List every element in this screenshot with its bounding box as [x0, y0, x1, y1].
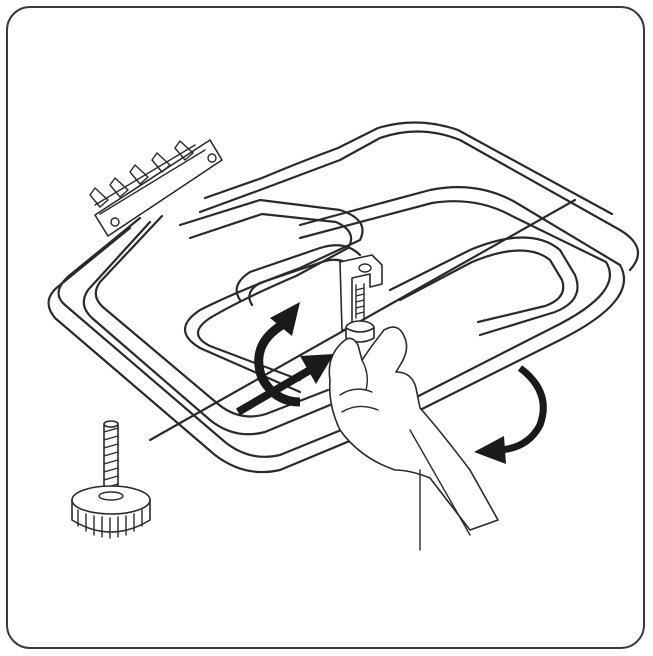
- terminal-pin-1: [89, 187, 109, 208]
- bracket-body: [339, 254, 383, 331]
- element-outer-loop-b: [57, 200, 611, 458]
- illustration-frame: [6, 6, 645, 649]
- hand-wrist-line: [409, 429, 471, 551]
- hand-finger-line-1: [339, 388, 373, 396]
- element-middle-loop-a: [82, 220, 332, 436]
- thumb-screw-icon: [71, 420, 151, 539]
- element-right-lobe-b: [203, 121, 614, 216]
- element-middle-loop-b: [94, 214, 330, 418]
- thumb-screw-shaft: [103, 424, 119, 493]
- element-support-bar: [148, 198, 577, 442]
- element-inner-loop-b: [188, 212, 353, 382]
- thumb-screw-thread: [103, 427, 119, 489]
- insert-arrow-head: [300, 354, 334, 384]
- bracket-screw-thread: [355, 287, 365, 315]
- swing-arrow-arc: [499, 365, 547, 454]
- thumb-screw-knurl: [77, 509, 143, 539]
- terminal-pin-2: [109, 177, 129, 198]
- terminal-pin-5: [174, 140, 194, 161]
- swing-arrow-icon: [474, 365, 547, 464]
- element-right-inner-b: [398, 249, 565, 324]
- thumb-screw-collar: [98, 491, 124, 501]
- terminal-hole-right: [207, 153, 217, 163]
- rotate-arrow-head: [270, 302, 300, 336]
- swing-arrow-head: [474, 436, 506, 464]
- element-center-hairpin-a: [235, 244, 362, 302]
- element-outer-loop-a: [47, 186, 626, 474]
- insert-arrow-shaft: [235, 366, 313, 416]
- bracket-hole: [358, 263, 372, 273]
- hand-thumb-line: [361, 359, 369, 391]
- thumb-screw-tip: [103, 420, 119, 428]
- insert-arrow-icon: [235, 354, 334, 416]
- hand-finger-line-2: [341, 405, 379, 413]
- hand-outline: [328, 326, 499, 531]
- heating-element-icon: [47, 121, 640, 474]
- terminal-rail: [94, 144, 206, 215]
- element-right-inner-a: [388, 236, 579, 337]
- terminal-pin-4: [151, 152, 171, 173]
- rotate-arrow-arc: [254, 321, 301, 407]
- hand-icon: [328, 326, 499, 551]
- rotate-arrow-icon: [254, 302, 301, 407]
- mounting-bracket-icon: [339, 254, 383, 343]
- terminal-hole-left: [110, 217, 120, 227]
- element-right-lobe-a: [198, 130, 640, 272]
- terminal-block-icon: [89, 139, 223, 237]
- terminal-plate: [94, 139, 223, 237]
